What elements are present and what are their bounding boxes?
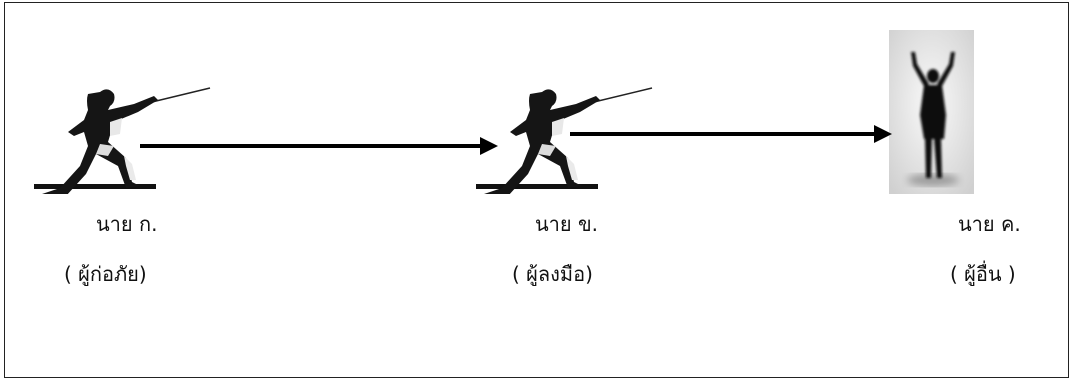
party-a-name: นาย ก. xyxy=(96,212,158,236)
fencer-icon xyxy=(476,87,653,194)
person-arms-raised-icon xyxy=(889,30,974,194)
party-a-role: ( ผู้ก่อภัย) xyxy=(64,262,147,286)
party-c-role: ( ผู้อื่น ) xyxy=(950,262,1016,286)
party-c-name: นาย ค. xyxy=(958,212,1021,236)
fencer-icon xyxy=(34,87,211,194)
arrow-a-to-b xyxy=(140,137,498,155)
arrow-b-to-c xyxy=(570,125,892,143)
diagram-frame xyxy=(4,2,1069,378)
party-b-name: นาย ข. xyxy=(535,212,599,236)
party-b-role: ( ผู้ลงมือ) xyxy=(512,262,593,286)
